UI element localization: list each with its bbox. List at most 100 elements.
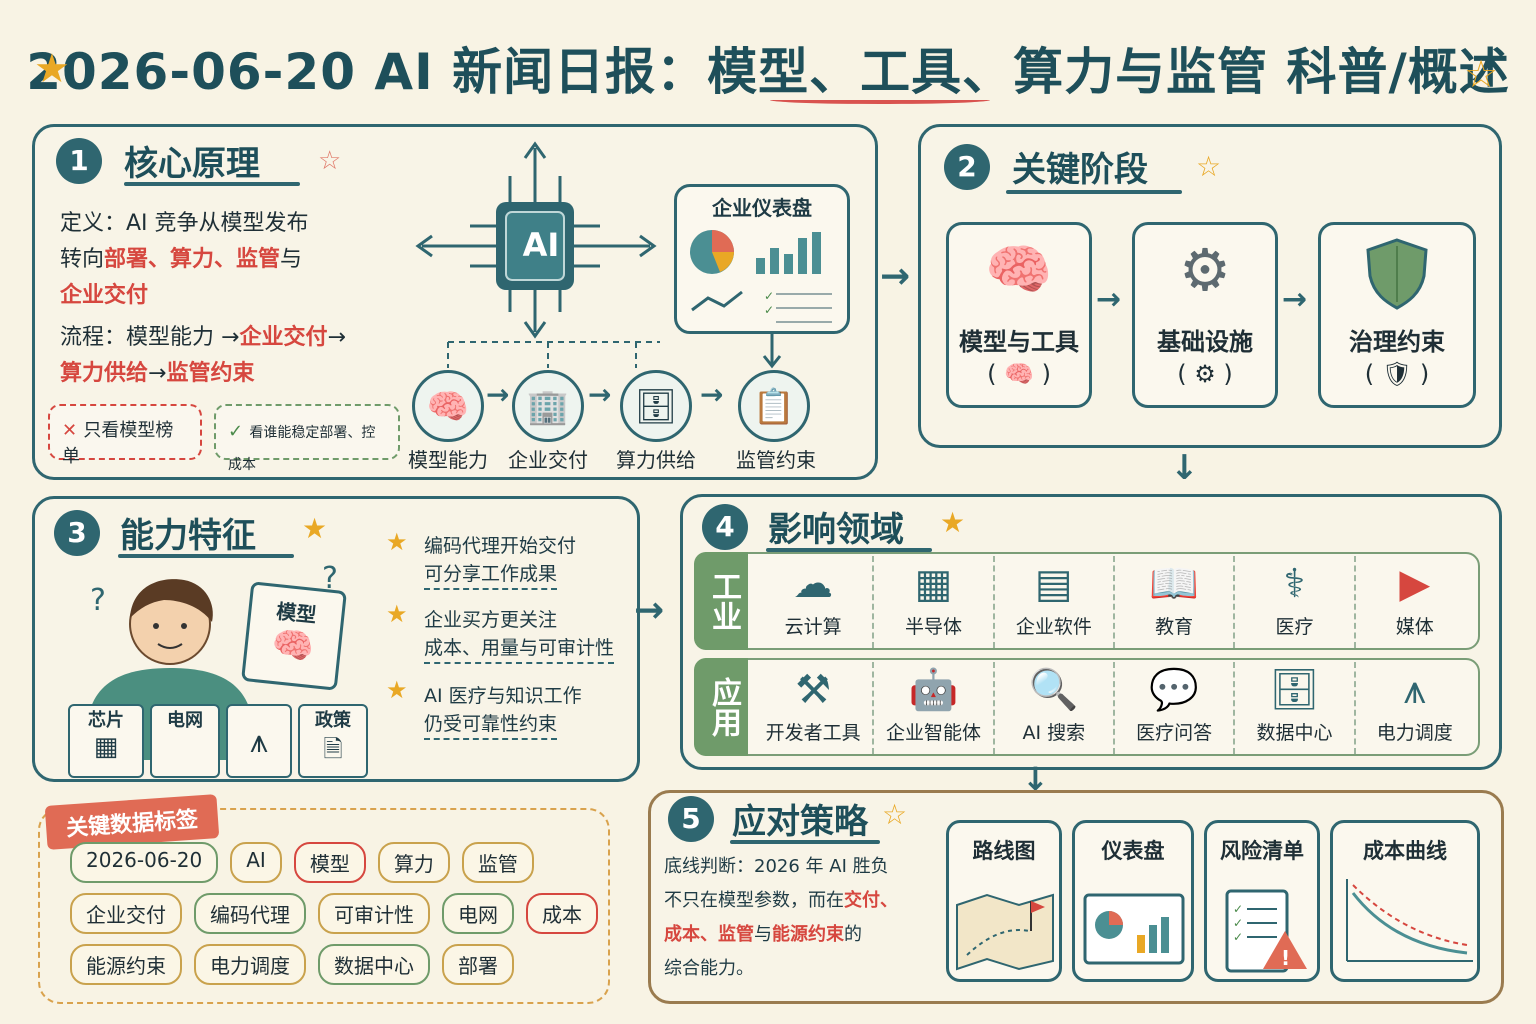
section-number: 4 [702, 504, 748, 550]
title-underline [118, 554, 294, 558]
domain-item: ⩚ 电力调度 [1353, 662, 1474, 754]
domain-label: 开发者工具 [765, 722, 861, 744]
feature-point: 企业买方更关注成本、用量与可审计性 [424, 606, 615, 664]
risk-checklist-icon: ✓✓✓! [1225, 889, 1307, 973]
stethoscope-icon: ⚕ [1283, 561, 1306, 607]
clipboard-icon: 📋 [738, 370, 810, 442]
stage-label: 基础设施 [1157, 328, 1253, 356]
section-number: 2 [944, 144, 990, 190]
server-icon: 🗄 [620, 370, 692, 442]
chip-icon: ▦ [914, 561, 953, 607]
domain-label: 企业智能体 [885, 722, 981, 744]
pylon-icon: ⩚ [226, 704, 292, 778]
dashboard-graphic: ✓✓ [690, 230, 832, 323]
brain-icon: 🧠 [412, 370, 484, 442]
industry-row-head: 工业 [694, 552, 748, 650]
data-tag: 编码代理 [194, 893, 306, 934]
domain-item: ☁云计算 [754, 556, 872, 648]
check-icon: ✓ [228, 421, 250, 442]
industry-items: ☁云计算▦半导体▤企业软件📖教育⚕医疗▶媒体 [754, 556, 1474, 648]
domain-label: 数据中心 [1256, 722, 1333, 744]
section-title: 影响领域 [768, 510, 904, 550]
section-number: 3 [54, 510, 100, 556]
play-icon: ▶ [1399, 561, 1431, 607]
title-underline [730, 840, 880, 844]
domain-item: 💬 医疗问答 [1112, 662, 1233, 754]
application-items: ⚒开发者工具🤖企业智能体🔍AI 搜索💬医疗问答🗄数据中心⩚电力调度 [754, 662, 1474, 754]
section-title: 应对策略 [732, 802, 868, 842]
data-tag: AI [230, 842, 282, 883]
flow-label: 监管约束 [736, 448, 816, 472]
domain-item: ▦半导体 [872, 556, 992, 648]
stage-paren: ( 🧠 ) [987, 360, 1051, 388]
software-icon: ▤ [1034, 561, 1073, 607]
svg-text:✓: ✓ [764, 289, 774, 303]
dashboard-title: 企业仪表盘 [712, 196, 812, 220]
section-title: 核心原理 [124, 144, 260, 184]
data-tag: 监管 [461, 842, 534, 883]
title-underline [770, 96, 990, 104]
card-policy: 政策🗎 [298, 704, 368, 778]
section-impact [680, 494, 1502, 770]
stage-paren: ( ⚙ ) [1177, 360, 1233, 388]
domain-label: AI 搜索 [1022, 722, 1086, 744]
domain-label: 医疗问答 [1136, 722, 1213, 744]
data-tag: 能源约束 [70, 944, 182, 985]
star-icon: ☆ [1196, 150, 1222, 183]
star-icon: ★ [302, 512, 328, 545]
magnifier-icon: 🔍 [1028, 667, 1079, 713]
right-approach-box: ✓ 看谁能稳定部署、控成本 [214, 404, 400, 473]
section-title: 能力特征 [120, 516, 256, 556]
robot-icon: 🤖 [908, 667, 959, 713]
flow-label: 模型能力 [408, 448, 488, 472]
section-number: 5 [668, 796, 714, 842]
domain-item: 🤖 企业智能体 [872, 662, 992, 754]
dashed-connectors [447, 332, 782, 369]
stage-label: 治理约束 [1349, 328, 1445, 356]
cost-curve-icon [1346, 879, 1473, 962]
cross-icon: ✕ [62, 420, 84, 441]
arrow-right-icon: → [880, 256, 911, 297]
qa-icon: 💬 [1149, 667, 1200, 713]
domain-label: 企业软件 [1015, 616, 1092, 638]
star-icon: ☆ [1464, 52, 1499, 96]
ai-chip-diagram [415, 141, 657, 339]
brain-icon: 🧠 [269, 623, 317, 669]
building-icon: 🏢 [512, 370, 584, 442]
industry-row [694, 552, 1480, 650]
data-tag: 数据中心 [318, 944, 430, 985]
stage-paren: ( 🛡 ) [1364, 360, 1430, 388]
strategy-card-costcurve: 成本曲线 [1330, 820, 1480, 982]
arrow-right-icon: → [588, 378, 612, 411]
card-grid: 电网 [150, 704, 220, 778]
feature-point: 编码代理开始交付可分享工作成果 [424, 532, 576, 590]
definition-text: 定义：AI 竞争从模型发布 转向部署、算力、监管与 企业交付 [60, 206, 400, 314]
data-tag: 企业交付 [70, 893, 182, 934]
strategy-text: 底线判断：2026 年 AI 胜负 不只在模型参数，而在交付、 成本、监管与能源… [664, 856, 898, 979]
domain-label: 云计算 [784, 616, 842, 638]
definition-line3: 企业交付 [60, 283, 149, 308]
data-tag: 成本 [526, 893, 598, 934]
domain-item: 🗄 数据中心 [1233, 662, 1353, 754]
flow-label: 企业交付 [508, 448, 588, 472]
stage-label: 模型与工具 [959, 328, 1079, 356]
star-icon: ☆ [318, 146, 342, 176]
map-icon [956, 893, 1054, 971]
server-icon: 🗄 [1269, 667, 1320, 713]
domain-label: 电力调度 [1376, 722, 1453, 744]
data-tag: 模型 [293, 842, 366, 883]
data-tag: 2026-06-20 [70, 842, 219, 883]
arrow-down-icon: ↓ [1170, 448, 1199, 488]
domain-item: 🔍 AI 搜索 [992, 662, 1113, 754]
star-icon: ★ [386, 600, 408, 628]
chip-label: AI [522, 226, 560, 264]
arrow-right-icon: → [1096, 282, 1122, 317]
pylon-icon: ⩚ [1403, 667, 1427, 713]
title-underline [766, 548, 932, 552]
star-icon: ★ [386, 528, 408, 556]
data-tag: 算力 [377, 842, 450, 883]
svg-text:!: ! [1281, 946, 1290, 970]
dashboard-icon [1083, 893, 1185, 965]
definition-line1: 定义：AI 竞争从模型发布 [60, 211, 309, 236]
flow-text: 流程：模型能力 →企业交付→ 算力供给→监管约束 [60, 325, 346, 386]
